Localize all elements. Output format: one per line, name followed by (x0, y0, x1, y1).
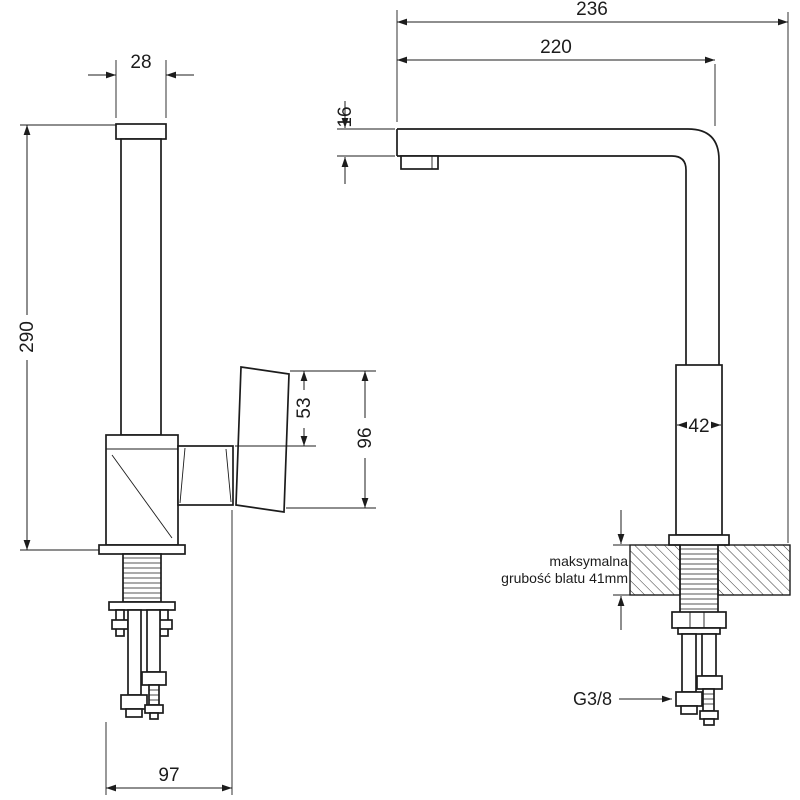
front-hose-left-end (680, 705, 698, 715)
aerator (400, 155, 439, 170)
hose-left-end (125, 708, 143, 718)
countertop-note-line1: maksymalna (549, 553, 628, 569)
dim-handle-total-height-label: 96 (355, 427, 376, 448)
spout-outer-edge (397, 128, 720, 365)
dim-spout-reach-label: 220 (540, 37, 572, 58)
front-view-dimensions: 236 220 16 42 maksymalna grubość blatu 4… (335, 0, 789, 709)
dim-height-label: 290 (17, 321, 38, 353)
faucet-body (105, 434, 179, 546)
side-view-faucet-outline (98, 123, 290, 720)
hose-right-tip (149, 712, 159, 720)
countertop-note-line2: grubość blatu 41mm (501, 570, 628, 586)
front-hose-left-hex (675, 691, 703, 707)
front-hose-right-hex (696, 675, 723, 690)
hose-right-hex-fitting (141, 671, 167, 686)
dim-base-depth-label: 97 (158, 765, 179, 786)
handle-paddle (235, 366, 290, 513)
front-view: 236 220 16 42 maksymalna grubość blatu 4… (335, 0, 791, 726)
countertop-left-section (629, 544, 681, 596)
thread-size-label: G3/8 (573, 689, 612, 709)
joint-curve-left (179, 447, 186, 504)
dim-spout-thickness-label: 16 (335, 106, 356, 127)
side-view-dimensions: 28 290 53 96 97 (17, 52, 376, 795)
mounting-nut-left (111, 619, 129, 630)
spout-cap (115, 123, 167, 140)
handle-joint (177, 445, 234, 506)
front-base-flange (668, 534, 730, 546)
spout-riser (120, 138, 162, 436)
front-hose-left (681, 633, 697, 693)
shank-threads (123, 557, 161, 599)
dim-handle-height-label: 53 (294, 397, 315, 418)
hose-right (146, 609, 161, 673)
dim-body-width-label: 42 (688, 416, 709, 437)
front-mounting-nut (671, 611, 727, 629)
body-shading-line (111, 454, 173, 539)
front-body (675, 364, 723, 536)
hose-left (127, 609, 142, 696)
countertop-right-section (717, 544, 791, 596)
dim-spout-top-width-label: 28 (130, 52, 151, 73)
side-view: 28 290 53 96 97 (17, 52, 376, 795)
front-shank-threads (680, 548, 718, 610)
front-hose-right-tip (703, 718, 715, 726)
front-hose-right-nipple (702, 688, 715, 712)
base-flange (98, 544, 186, 555)
joint-curve-right (225, 448, 232, 503)
front-hose-right (701, 633, 717, 677)
hose-left-hex-fitting (120, 694, 148, 710)
mounting-plate (108, 601, 176, 611)
hose-right-end (144, 704, 164, 714)
dim-total-width-label: 236 (576, 0, 608, 20)
spout-inner-edge (397, 155, 687, 365)
front-hose-right-end (699, 710, 719, 720)
front-washer (677, 627, 721, 635)
front-view-faucet-outline (396, 128, 791, 726)
